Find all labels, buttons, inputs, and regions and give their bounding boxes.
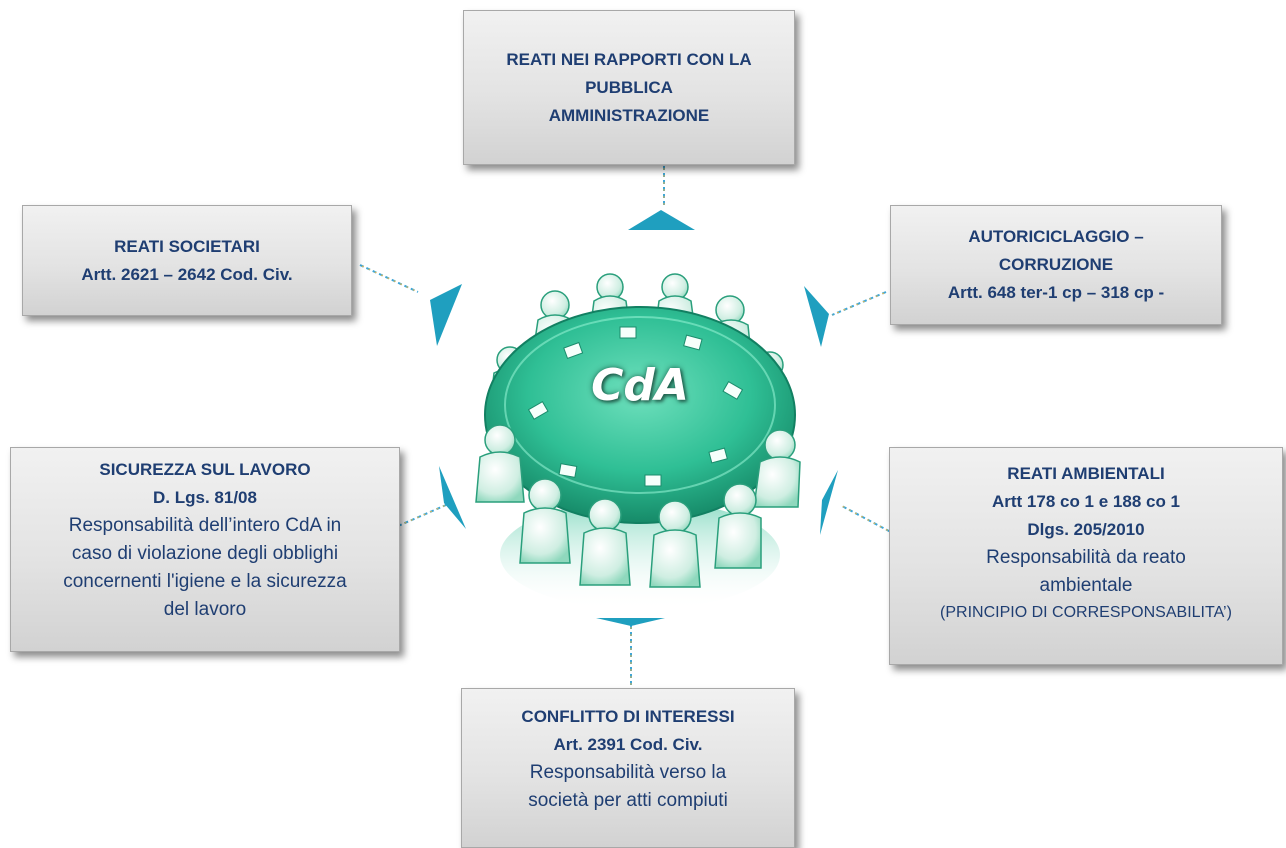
box-self-laundering-corruption: AUTORICICLAGGIO – CORRUZIONE Artt. 648 t…	[890, 205, 1222, 325]
arrow-top-left	[430, 284, 462, 346]
box-description: Responsabilità dell’intero CdA in	[68, 515, 342, 536]
box-description: Responsabilità da reato	[986, 547, 1186, 568]
box-corporate-crimes: REATI SOCIETARI Artt. 2621 – 2642 Cod. C…	[22, 205, 352, 316]
box-title: AUTORICICLAGGIO –	[968, 227, 1144, 246]
box-workplace-safety: SICUREZZA SUL LAVORO D. Lgs. 81/08 Respo…	[10, 447, 400, 652]
box-title: AMMINISTRAZIONE	[548, 105, 710, 125]
box-title: REATI AMBIENTALI	[1007, 464, 1165, 483]
box-reference: Artt. 2621 – 2642 Cod. Civ.	[81, 264, 293, 284]
box-description: concernenti l'igiene e la sicurezza	[63, 571, 347, 592]
box-public-administration-crimes: REATI NEI RAPPORTI CON LA PUBBLICA AMMIN…	[463, 10, 795, 165]
box-title: PUBBLICA	[585, 77, 673, 97]
box-description: Responsabilità verso la	[529, 762, 727, 783]
box-title: REATI SOCIETARI	[114, 236, 260, 256]
box-description: (PRINCIPIO DI CORRESPONSABILITA’)	[940, 604, 1232, 621]
box-description: del lavoro	[163, 599, 247, 620]
box-title: REATI NEI RAPPORTI CON LA	[506, 49, 752, 69]
board-table-illustration: CdA	[470, 265, 810, 610]
box-title: CORRUZIONE	[998, 255, 1114, 274]
box-reference: Artt. 648 ter-1 cp – 318 cp -	[947, 283, 1165, 302]
box-description: ambientale	[1039, 575, 1133, 596]
box-description: caso di violazione degli obblighi	[71, 543, 339, 564]
box-reference: Dlgs. 205/2010	[1027, 520, 1145, 539]
box-conflict-of-interest: CONFLITTO DI INTERESSI Art. 2391 Cod. Ci…	[461, 688, 795, 848]
box-environmental-crimes: REATI AMBIENTALI Artt 178 co 1 e 188 co …	[889, 447, 1283, 665]
connector-mid-right	[841, 505, 903, 539]
box-reference: D. Lgs. 81/08	[153, 488, 257, 507]
box-reference: Art. 2391 Cod. Civ.	[553, 735, 703, 754]
arrow-mid-right	[820, 470, 838, 535]
table-figures-graphic	[475, 273, 801, 610]
connector-top-right	[831, 291, 887, 316]
box-reference: Artt 178 co 1 e 188 co 1	[991, 492, 1181, 511]
box-title: SICUREZZA SUL LAVORO	[99, 460, 311, 479]
box-title: CONFLITTO DI INTERESSI	[521, 707, 735, 726]
arrow-top-right	[804, 286, 829, 347]
box-description: società per atti compiuti	[528, 790, 728, 811]
arrow-mid-left	[439, 466, 466, 529]
center-label: CdA	[591, 360, 689, 411]
arrow-bottom	[596, 618, 665, 626]
arrow-top	[628, 210, 695, 230]
